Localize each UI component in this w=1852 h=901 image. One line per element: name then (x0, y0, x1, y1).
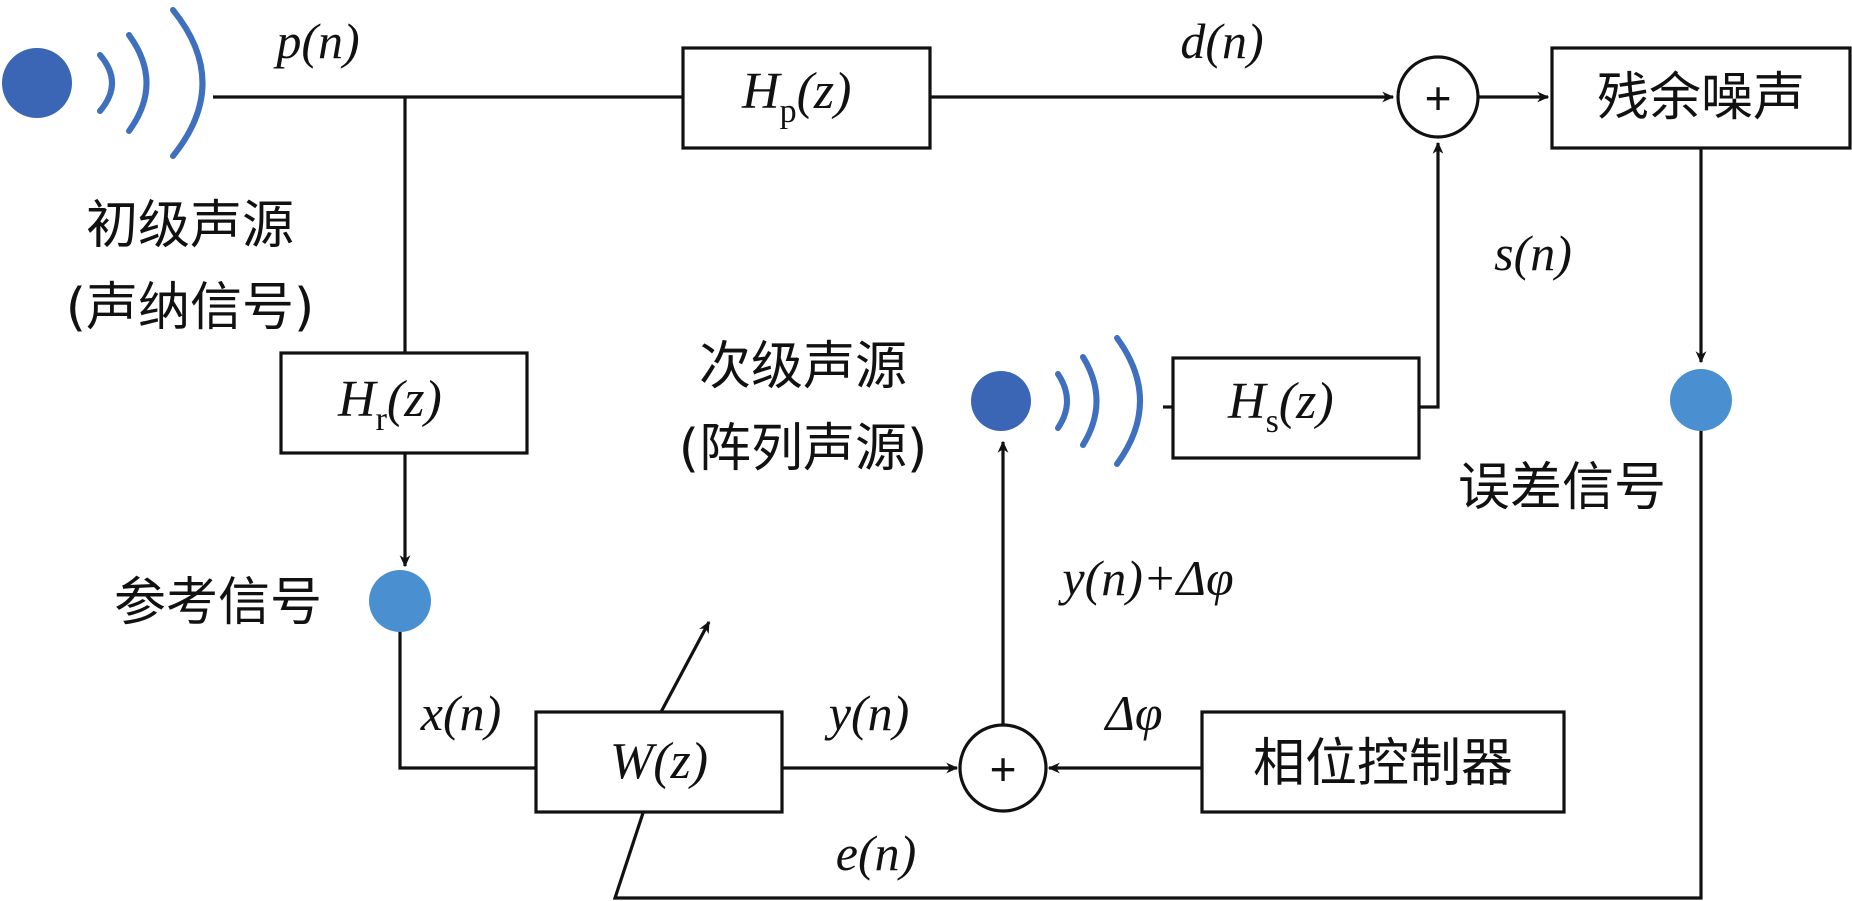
error-signal-dot (1670, 369, 1732, 431)
reference-signal-dot (369, 570, 431, 632)
error-signal-label: 误差信号 (1458, 458, 1666, 518)
secondary-source-label-2: (阵列声源) (679, 419, 928, 479)
x-n-label: x(n) (420, 685, 502, 741)
primary-source-label-2: (声纳信号) (66, 278, 315, 338)
phase-controller-label: 相位控制器 (1253, 734, 1513, 794)
p-n-label: p(n) (273, 13, 359, 69)
reference-to-w-line (398, 632, 536, 770)
phase-controller-block (1200, 710, 1566, 814)
residual-noise-label: 残余噪声 (1597, 68, 1805, 128)
y-plus-dphi-label: y(n)+Δφ (1057, 550, 1233, 606)
adaptive-update-arrow (659, 620, 711, 713)
residual-noise-block (1550, 46, 1852, 150)
error-feedback-line (612, 431, 1703, 900)
reference-signal-label: 参考信号 (114, 573, 322, 633)
d-n-label: d(n) (1180, 13, 1263, 69)
top-sum-junction (1396, 55, 1480, 139)
hs-to-sum-line (1419, 141, 1444, 409)
hs-label: Hs(z) (1227, 373, 1334, 440)
hr-label: Hr(z) (337, 371, 442, 438)
bottom-sum-symbol: + (990, 743, 1017, 795)
y-n-label: y(n) (824, 685, 910, 741)
secondary-source-icon (971, 335, 1143, 467)
hp-block (681, 46, 932, 150)
secondary-source-label-1: 次级声源 (699, 337, 907, 397)
primary-source-icon (2, 7, 206, 159)
s-n-label: s(n) (1494, 225, 1572, 281)
hp-label: Hp(z) (741, 63, 851, 130)
primary-source-label-1: 初级声源 (86, 196, 294, 256)
hs-block (1171, 356, 1421, 460)
e-n-label: e(n) (836, 825, 917, 881)
top-sum-symbol: + (1425, 72, 1452, 124)
dphi-label: Δφ (1103, 685, 1162, 741)
w-filter-label: W(z) (610, 733, 708, 790)
w-filter-block (534, 710, 784, 814)
